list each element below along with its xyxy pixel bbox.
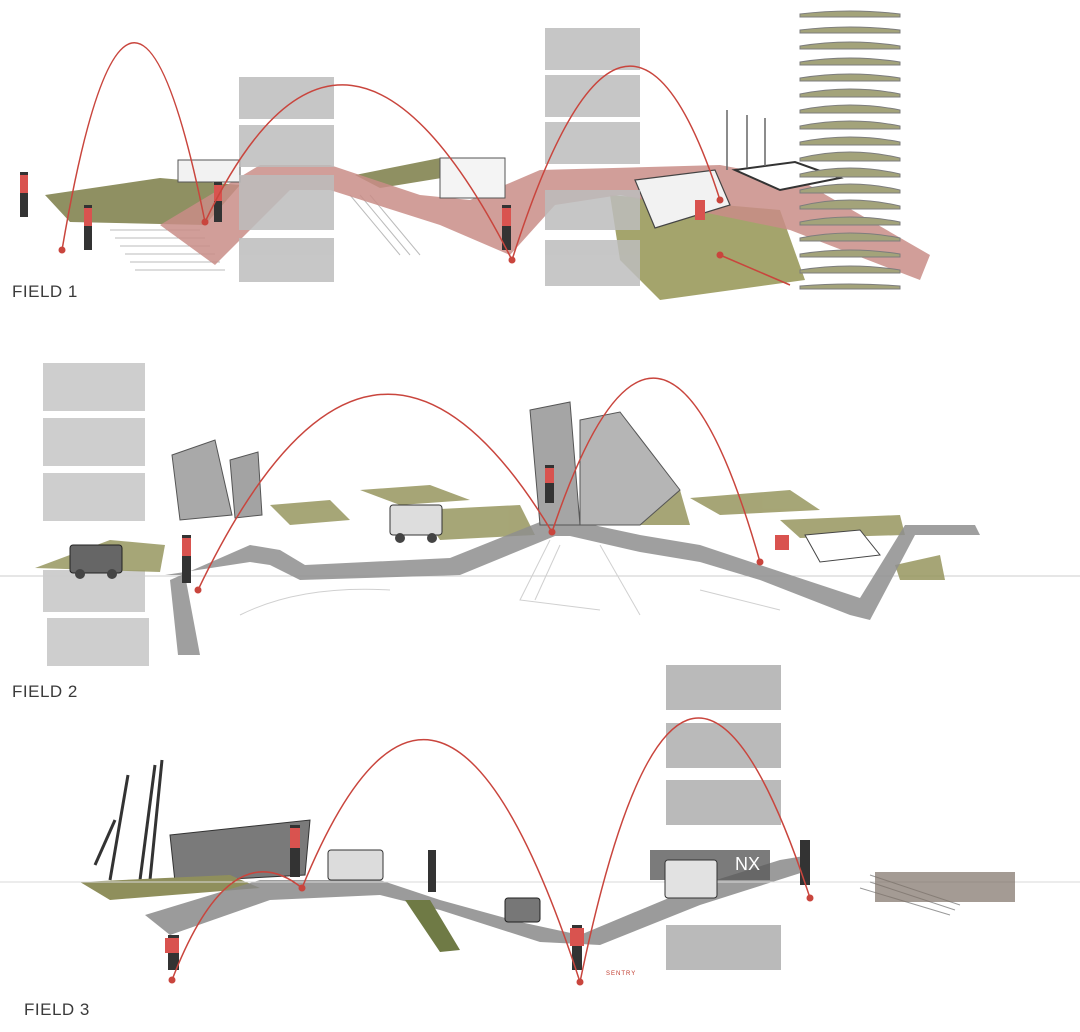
field-1-label: FIELD 1: [12, 282, 78, 301]
field-2-photo-strip: [43, 363, 149, 666]
field-2-trajectory-arcs: [197, 377, 761, 591]
field-3-vehicles: [327, 849, 718, 923]
field-3-road: [145, 855, 810, 945]
field-1-skylight: [731, 160, 844, 192]
field-1-arc-3: [511, 65, 721, 261]
field-1-arc-1: [61, 42, 206, 251]
field-3-sign-text: NX: [735, 854, 760, 874]
field-2-building-4: [579, 411, 681, 526]
field-2-illustration: [0, 363, 1080, 666]
field-1-pavilion-3: [634, 169, 731, 229]
field-1-arc-nodes: [58, 196, 724, 264]
field-1-grass-mid: [355, 158, 460, 188]
field-1-section: FIELD 1: [0, 0, 1080, 320]
field-3-cranes: [93, 759, 164, 881]
field-1-leader-line: [719, 254, 791, 286]
field-3-sentry-marker: SENTRY: [606, 971, 636, 977]
field-3-stadium: [169, 819, 311, 883]
field-3-arc-3: [579, 717, 811, 983]
field-1-terrain-profiles: [799, 10, 901, 290]
field-1-arc-2: [204, 84, 513, 261]
field-3-illustration: NX SENTRY: [0, 665, 1080, 986]
field-1-photo-strip-a: [239, 77, 334, 282]
field-2-label: FIELD 2: [12, 682, 78, 701]
field-2-arc-nodes: [194, 528, 764, 594]
field-1-pavilion-1: [177, 159, 241, 183]
field-3-photo-strip: [666, 665, 781, 970]
field-2-building-1: [171, 439, 233, 521]
field-1-trajectory-arcs: [61, 42, 791, 286]
field-2-arc-2: [551, 377, 761, 563]
field-1-photo-strip-b: [545, 28, 640, 286]
field-3-trajectory-arcs: [171, 717, 811, 983]
field-1-lamp-posts: [726, 110, 766, 170]
field-3-label: FIELD 3: [24, 1000, 90, 1019]
field-2-building-3: [529, 401, 581, 526]
field-1-people: [20, 172, 705, 250]
field-2-road: [165, 518, 980, 655]
field-2-pavilion: [804, 529, 881, 563]
field-1-pavilion-2: [439, 157, 506, 199]
field-3-arc-2: [301, 739, 581, 983]
field-3-water: [875, 872, 1015, 902]
field-2-section: FIELD 2: [0, 340, 1080, 710]
field-3-green-strip: [405, 900, 460, 952]
field-2-building-2: [229, 451, 263, 519]
field-1-illustration: [20, 10, 930, 300]
field-3-people: [165, 825, 810, 970]
field-3-arc-nodes: [168, 884, 814, 986]
field-3-section: NX SENTRY FIELD 3: [0, 660, 1080, 1032]
field-3-arc-1: [171, 871, 303, 981]
field-2-vehicles: [69, 504, 443, 579]
field-2-grass: [35, 485, 945, 580]
field-2-linework: [239, 539, 781, 616]
field-2-people: [182, 465, 789, 583]
field-2-arc-1: [197, 393, 553, 591]
field-1-walkway: [160, 165, 930, 280]
field-3-grass-mound: [80, 875, 260, 900]
